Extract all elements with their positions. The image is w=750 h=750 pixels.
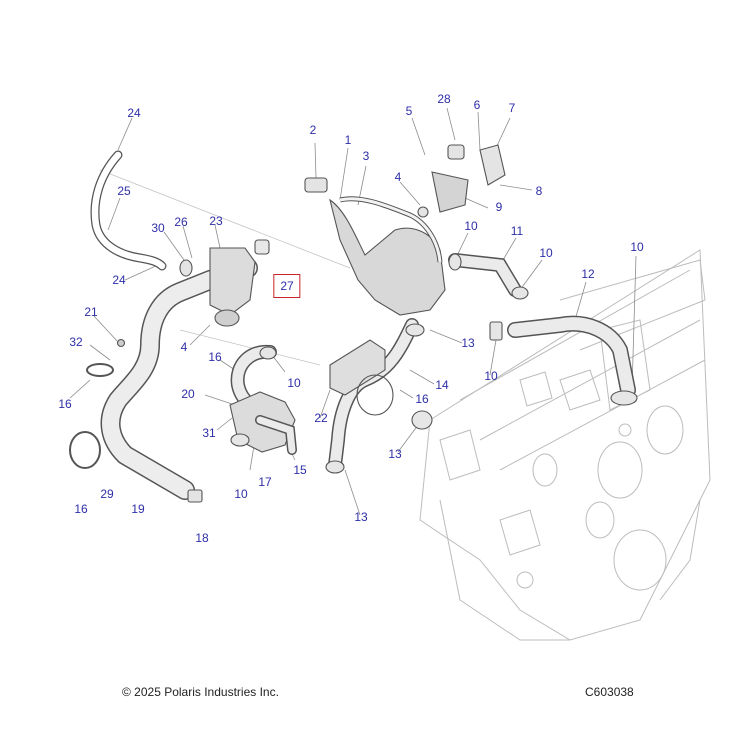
callout-13-upper[interactable]: 13 xyxy=(461,336,475,350)
callout-31[interactable]: 31 xyxy=(202,426,216,440)
callout-22[interactable]: 22 xyxy=(314,411,328,425)
callout-1[interactable]: 1 xyxy=(344,133,352,147)
callout-2[interactable]: 2 xyxy=(309,123,317,137)
callout-10-right-mid[interactable]: 10 xyxy=(484,369,498,383)
callout-27-highlighted[interactable]: 27 xyxy=(273,274,301,298)
callout-16-bottom[interactable]: 16 xyxy=(74,502,88,516)
callout-6[interactable]: 6 xyxy=(473,98,481,112)
callout-25[interactable]: 25 xyxy=(117,184,131,198)
callout-3[interactable]: 3 xyxy=(362,149,370,163)
callout-13-mid[interactable]: 13 xyxy=(388,447,402,461)
callout-8[interactable]: 8 xyxy=(535,184,543,198)
callout-28[interactable]: 28 xyxy=(437,92,451,106)
callout-10-far-right[interactable]: 10 xyxy=(630,240,644,254)
callout-18[interactable]: 18 xyxy=(195,531,209,545)
callout-5[interactable]: 5 xyxy=(405,104,413,118)
copyright-notice: © 2025 Polaris Industries Inc. xyxy=(122,685,279,699)
callout-10-upper[interactable]: 10 xyxy=(464,219,478,233)
callout-17[interactable]: 17 xyxy=(258,475,272,489)
callout-16-mid[interactable]: 16 xyxy=(208,350,222,364)
callout-13-lower[interactable]: 13 xyxy=(354,510,368,524)
callout-11[interactable]: 11 xyxy=(510,224,524,238)
callout-15[interactable]: 15 xyxy=(293,463,307,477)
callout-14[interactable]: 14 xyxy=(435,378,449,392)
callout-20[interactable]: 20 xyxy=(181,387,195,401)
thermostat-housing-assembly xyxy=(304,144,638,474)
callout-24[interactable]: 24 xyxy=(127,106,141,120)
callout-24-lower[interactable]: 24 xyxy=(112,273,126,287)
callout-10-right-upper[interactable]: 10 xyxy=(539,246,553,260)
callout-19[interactable]: 19 xyxy=(131,502,145,516)
callout-30[interactable]: 30 xyxy=(151,221,165,235)
callout-26[interactable]: 26 xyxy=(174,215,188,229)
callout-7[interactable]: 7 xyxy=(508,101,516,115)
callout-4-left[interactable]: 4 xyxy=(180,340,188,354)
callout-10-mid-left[interactable]: 10 xyxy=(287,376,301,390)
callout-4-right[interactable]: 4 xyxy=(394,170,402,184)
callout-23[interactable]: 23 xyxy=(209,214,223,228)
callout-9[interactable]: 9 xyxy=(495,200,503,214)
callout-12[interactable]: 12 xyxy=(581,267,595,281)
callout-16-right[interactable]: 16 xyxy=(415,392,429,406)
callout-10-lower-left[interactable]: 10 xyxy=(234,487,248,501)
left-hose-assembly xyxy=(69,150,270,503)
callout-29[interactable]: 29 xyxy=(100,487,114,501)
water-pump-housing-assembly xyxy=(229,344,297,455)
callout-21[interactable]: 21 xyxy=(84,305,98,319)
engine-block xyxy=(419,249,711,641)
diagram-code: C603038 xyxy=(585,685,634,699)
callout-32[interactable]: 32 xyxy=(69,335,83,349)
callout-16-left[interactable]: 16 xyxy=(58,397,72,411)
